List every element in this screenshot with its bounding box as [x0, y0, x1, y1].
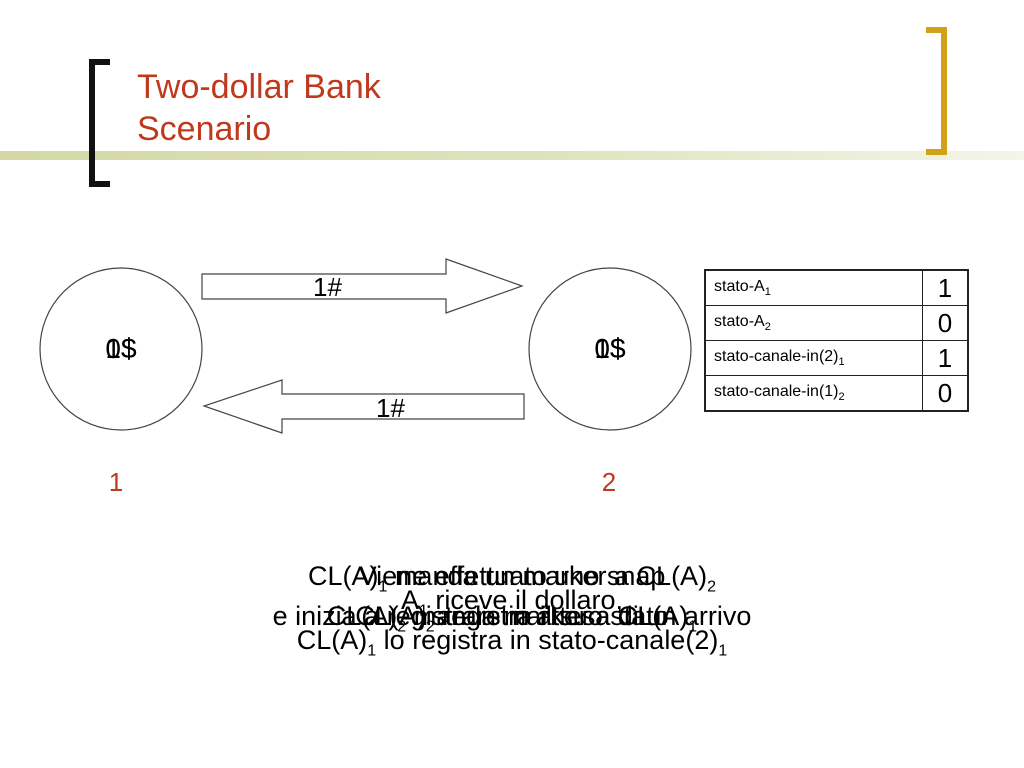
arrow-left	[202, 379, 525, 434]
node-2-label: 2	[601, 467, 617, 497]
state-value: 1	[922, 269, 969, 306]
left-bracket	[89, 59, 110, 187]
title-line-2: Scenario	[137, 110, 272, 148]
state-name: stato-canale-in(2)1	[704, 340, 923, 376]
caption-line-1a: CL(A)1 manda un marker a CL(A)2	[308, 561, 716, 596]
table-row: stato-A2 0	[704, 305, 969, 341]
caption-line-3c: CL(A)2 manda marker a CL(A)1	[326, 601, 698, 636]
caption-line-3a: e inizia a registrare in attesa di un ar…	[272, 601, 752, 631]
table-row: stato-canale-in(2)1 1	[704, 340, 969, 376]
node-1-label: 1	[108, 467, 124, 497]
caption-line-2: A1 riceve il dollaro,	[401, 585, 623, 620]
caption-line-3b: CL(A)2 registra il suo stato	[355, 601, 669, 636]
node-2-balance-b: 1$	[594, 333, 626, 364]
arrow-right-label: 1#	[313, 272, 342, 302]
node-2-balance-a: 0$	[594, 333, 626, 364]
state-name: stato-A2	[704, 305, 923, 341]
state-value: 0	[922, 305, 969, 341]
caption-line-4: CL(A)1 lo registra in stato-canale(2)1	[296, 625, 728, 660]
state-name: stato-A1	[704, 269, 923, 306]
node-1-circle	[39, 267, 203, 431]
header-band	[0, 151, 1024, 160]
state-name: stato-canale-in(1)2	[704, 375, 923, 412]
table-row: stato-A1 1	[704, 269, 969, 306]
arrow-right	[201, 258, 524, 314]
state-value: 0	[922, 375, 969, 412]
title-line-1: Two-dollar Bank	[137, 68, 381, 106]
node-1-balance-a: 0$	[105, 333, 137, 364]
state-value: 1	[922, 340, 969, 376]
caption-line-1b: Viene effettuato uno snap	[358, 561, 666, 591]
state-table: stato-A1 1 stato-A2 0 stato-canale-in(2)…	[704, 269, 969, 412]
node-2-circle	[528, 267, 692, 431]
table-row: stato-canale-in(1)2 0	[704, 375, 969, 412]
arrow-left-label: 1#	[376, 393, 405, 423]
node-1-balance-b: 1$	[105, 333, 137, 364]
right-bracket	[926, 27, 947, 155]
slide-title: Two-dollar Bank Scenario	[137, 66, 497, 150]
